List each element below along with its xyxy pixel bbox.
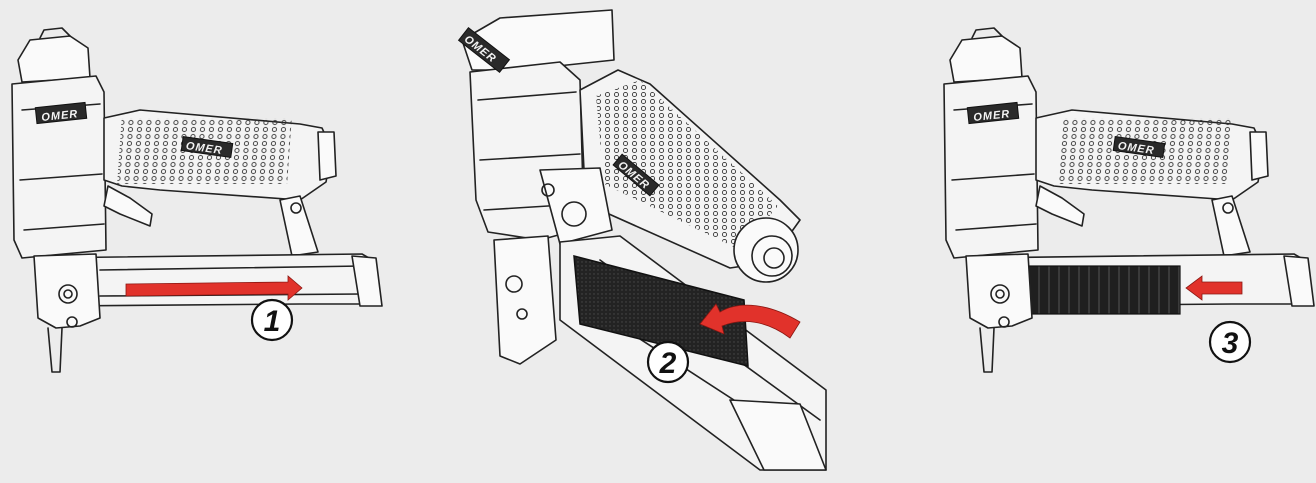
top-cap — [17, 35, 91, 83]
step-1-number: 1 — [264, 305, 281, 338]
stapler-3: OMER OMER — [943, 27, 1315, 373]
stapler-2: OMER OMER — [457, 9, 827, 471]
step-3-panel: OMER OMER 3 — [943, 27, 1315, 373]
brand-plate-handle — [180, 136, 234, 158]
brand-plate-handle — [1112, 136, 1166, 158]
step-1-circle — [250, 298, 294, 342]
step-2-circle — [646, 340, 690, 384]
brand-plate-head — [457, 26, 511, 74]
brand-label-head: OMER — [973, 108, 1011, 124]
brand-plate-head — [34, 101, 88, 125]
brand-label-handle: OMER — [185, 140, 223, 157]
step-2-badge: 2 — [646, 340, 690, 384]
step-3-number: 3 — [1222, 327, 1239, 360]
brand-label-head: OMER — [41, 108, 79, 124]
insert-arrow — [699, 303, 801, 339]
nose — [965, 253, 1033, 329]
step-2-panel: OMER OMER 2 — [457, 9, 827, 471]
grip-texture — [596, 80, 778, 250]
head-body — [943, 75, 1039, 259]
trigger — [1035, 185, 1085, 227]
step-3-circle — [1208, 320, 1252, 364]
top-cap — [949, 35, 1023, 83]
step-1-badge: 1 — [250, 298, 294, 342]
brand-plate-head — [966, 101, 1020, 125]
head-body — [11, 75, 107, 259]
slide-arrow-left — [1185, 275, 1243, 301]
stapler-1: OMER OMER — [11, 27, 383, 373]
brand-plate-handle — [612, 153, 660, 197]
loaded-staples — [1017, 265, 1181, 315]
trigger — [103, 185, 153, 227]
staple-strip — [573, 255, 749, 367]
step-3-badge: 3 — [1208, 320, 1252, 364]
slide-arrow-right — [125, 275, 303, 301]
step-2-number: 2 — [659, 347, 677, 380]
brand-label-handle: OMER — [1117, 140, 1155, 157]
nose — [493, 235, 557, 365]
nose — [33, 253, 101, 329]
step-1-panel: OMER OMER 1 — [11, 27, 383, 373]
